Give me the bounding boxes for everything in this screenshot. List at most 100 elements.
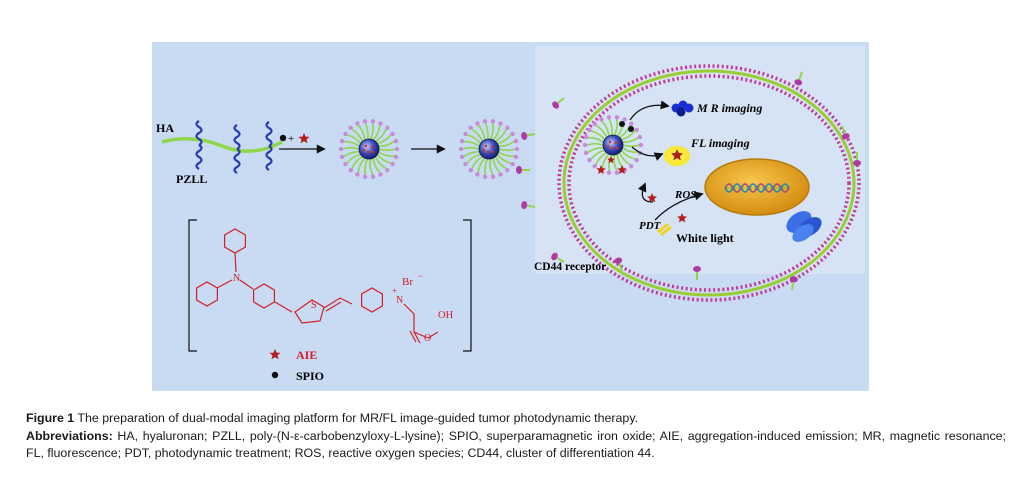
spio-dot (628, 126, 634, 132)
plus-charge: + (392, 286, 397, 296)
micelle-head (599, 117, 604, 122)
micelle-head (622, 117, 627, 122)
micelle-head (498, 121, 503, 126)
micelle-chain (496, 153, 512, 164)
polymer-backbone (161, 137, 283, 153)
core-payload (610, 146, 614, 150)
micelle-chain (364, 122, 369, 140)
cd44-receptor (521, 201, 536, 210)
micelle-head (362, 119, 368, 124)
micelle-chain (498, 148, 516, 152)
cd44-receptor (794, 71, 803, 86)
micelle-head (339, 154, 345, 160)
micelle-chain (463, 150, 480, 157)
bond (427, 331, 439, 339)
aie-star (596, 165, 606, 174)
spio-dot (279, 134, 287, 142)
aie-star (617, 165, 627, 174)
micelle-head (482, 174, 488, 179)
micelle-chain (462, 146, 480, 150)
core-payload (606, 144, 610, 148)
micelle-chain (484, 158, 489, 175)
micelle-chain (622, 137, 639, 144)
micelle-chain (377, 134, 392, 145)
receptor-cluster (786, 211, 822, 242)
micelle-head (393, 138, 399, 144)
micelle-head (343, 131, 348, 137)
figure-label: Figure 1 (26, 411, 75, 425)
micelle-chain (346, 134, 362, 145)
pzll-label: PZLL (176, 172, 207, 186)
bond (253, 283, 275, 309)
micelle-chain (495, 129, 507, 143)
legend-spio-dot (271, 371, 279, 379)
aie-star-small (298, 133, 310, 144)
cd44-receptor (552, 97, 565, 109)
micelle-chain (601, 120, 610, 136)
micelle-head (378, 172, 383, 177)
micelle-head (513, 154, 519, 160)
micelle-chain (372, 125, 381, 141)
micelle-head (587, 127, 592, 133)
helix-coil (265, 121, 273, 171)
micelle-chain (471, 155, 483, 169)
core-payload (615, 146, 619, 150)
micelle-chain (595, 124, 608, 138)
micelle-head (510, 131, 515, 137)
cd44-receptor (516, 166, 530, 174)
micelle-head (582, 142, 588, 148)
micelle-head (634, 127, 639, 133)
micelle-chain (621, 130, 636, 141)
micelle-head (513, 138, 519, 144)
core-payload (482, 148, 486, 152)
fl-star (670, 149, 684, 161)
micelle-chain (494, 156, 507, 170)
micelle-core (358, 138, 380, 160)
mr-arrow (629, 100, 670, 121)
micelle-head (468, 125, 473, 130)
micelle-head (475, 172, 480, 177)
micelle-head (634, 157, 639, 163)
micelle-head (339, 138, 345, 144)
core-payload (370, 145, 374, 149)
micelle-head (385, 168, 390, 173)
micelle-chain (466, 153, 481, 164)
micelle-chain (364, 158, 369, 175)
micelle-chain (622, 144, 640, 148)
micelle-chain (620, 149, 636, 160)
micelle-head (592, 121, 597, 127)
micelle-head (370, 174, 376, 179)
ros-arrow (654, 191, 704, 221)
micelle-chain (595, 151, 607, 165)
structure-labels: N S N + Br − OH O (233, 271, 454, 344)
micelle-chain (498, 151, 514, 158)
micelle-chain (498, 141, 515, 148)
cd44-receptor (693, 266, 701, 280)
o-atom: O (424, 333, 431, 344)
cd44-receptor (853, 152, 861, 166)
bond (294, 299, 325, 324)
fl-imaging-label: FL imaging (690, 136, 750, 150)
pdt-group: ROS PDT White light (637, 182, 734, 245)
helix-coil (233, 124, 241, 174)
bond (325, 301, 342, 312)
legend-aie-label: AIE (296, 348, 317, 362)
micelle-chain (342, 146, 360, 150)
micelle-head (592, 164, 597, 169)
core-payload (366, 150, 370, 154)
helix-segments (195, 120, 273, 174)
micelle-head (390, 161, 395, 167)
micelle-chain (351, 155, 363, 169)
micelle-head (348, 125, 353, 130)
core-payload (484, 144, 488, 148)
n-atom: N (233, 273, 240, 284)
bond (413, 331, 421, 344)
legend: AIE SPIO (269, 348, 324, 383)
micelle-head (514, 146, 520, 152)
micelle-chain (464, 140, 480, 147)
figure-caption: Figure 1 The preparation of dual-modal i… (26, 410, 1006, 427)
legend-spio-label: SPIO (296, 369, 324, 383)
abbreviations: Abbreviations: HA, hyaluronan; PZLL, pol… (26, 428, 1006, 462)
ha-label: HA (156, 121, 174, 135)
micelle-chain (357, 124, 366, 140)
